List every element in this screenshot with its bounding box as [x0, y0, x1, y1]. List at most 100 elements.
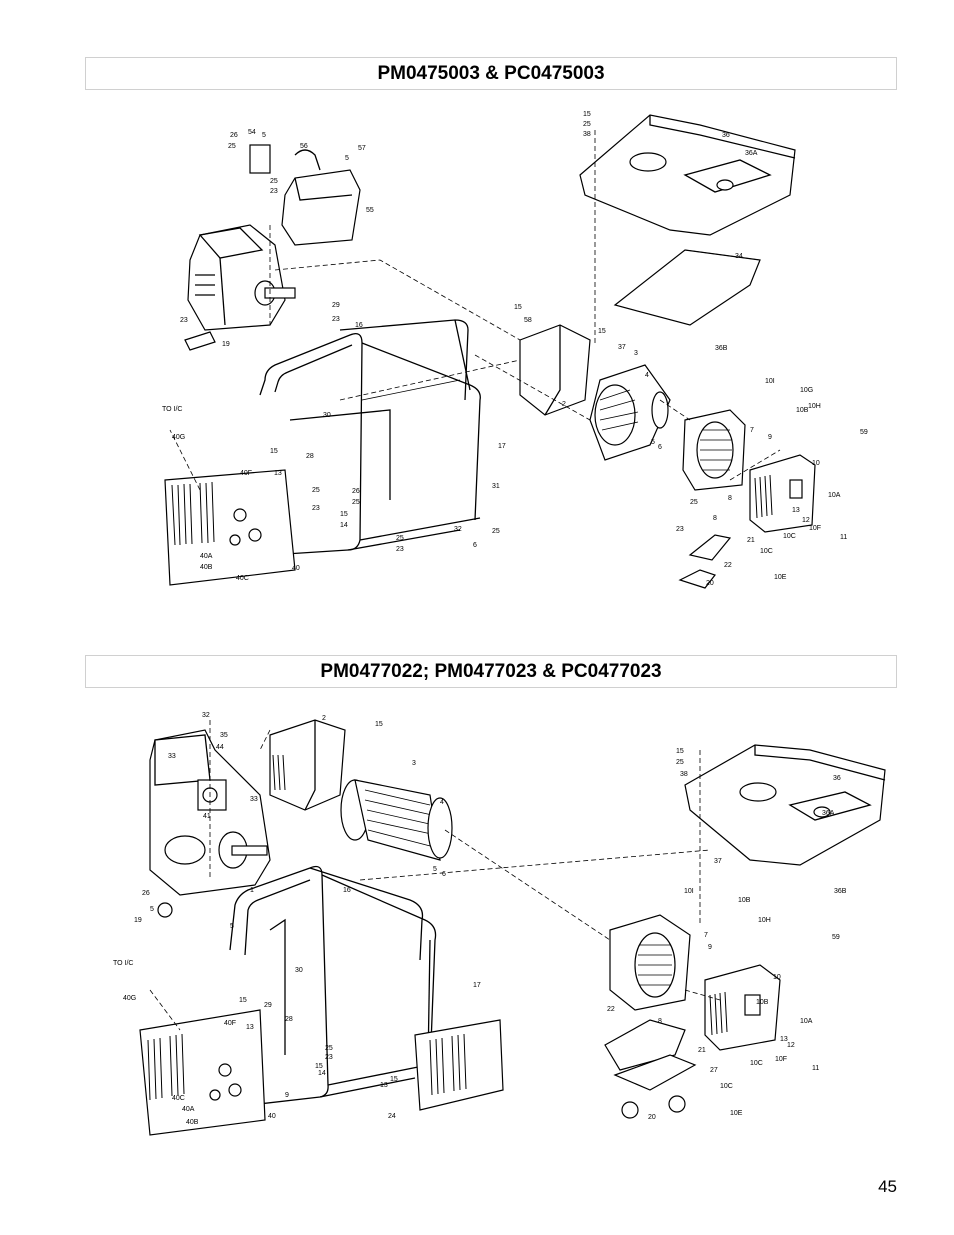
part-label: 25 [325, 1045, 333, 1052]
tank-bracket-illustration [613, 249, 761, 326]
part-label: 40F [240, 470, 252, 477]
control-panel-illustration [139, 1009, 266, 1136]
part-label: 57 [358, 145, 366, 152]
part-labels: 32 35 44 33 33 41 2 15 3 4 5 6 26 5 19 1… [113, 712, 847, 1126]
part-label: 20 [706, 580, 714, 587]
part-label: 15 [676, 748, 684, 755]
part-label: 22 [607, 1006, 615, 1013]
part-label: 16 [343, 887, 351, 894]
part-label: 10E [730, 1110, 743, 1117]
part-label: 40G [123, 995, 136, 1002]
part-label: 12 [802, 517, 810, 524]
part-label: 11 [840, 534, 847, 541]
part-label: 38 [583, 131, 591, 138]
part-label: 2 [562, 401, 566, 408]
part-label: 10C [720, 1083, 733, 1090]
part-label: 59 [860, 429, 868, 436]
part-label: 34 [735, 253, 743, 260]
part-label: 15 [514, 304, 522, 311]
exploded-parts-diagram-1: 26 25 54 5 56 57 5 25 23 55 23 29 23 19 … [90, 100, 900, 600]
part-label: 30 [323, 412, 331, 419]
part-label: 21 [747, 537, 755, 544]
part-label: 7 [750, 427, 754, 434]
part-label: 5 [150, 906, 154, 913]
part-label: 30 [295, 967, 303, 974]
part-label: 13 [792, 507, 800, 514]
part-label: 7 [704, 932, 708, 939]
part-label: 28 [306, 453, 314, 460]
part-label: 10F [775, 1056, 787, 1063]
part-label: 28 [285, 1016, 293, 1023]
part-label: 44 [216, 744, 224, 751]
part-label: 8 [713, 515, 717, 522]
part-label: 58 [524, 317, 532, 324]
part-label: 10A [800, 1018, 813, 1025]
part-label: 3 [412, 760, 416, 767]
part-label: 59 [832, 934, 840, 941]
end-bell-illustration [609, 914, 691, 1011]
part-label: 15 [375, 721, 383, 728]
part-label: 8 [658, 1018, 662, 1025]
part-label: 13 [780, 1036, 788, 1043]
part-label: 40A [200, 553, 213, 560]
section-title-2: PM0477022; PM0477023 & PC0477023 [85, 655, 897, 688]
muffler-illustration [249, 144, 361, 246]
part-label: 25 [492, 528, 500, 535]
part-labels: 26 25 54 5 56 57 5 25 23 55 23 29 23 19 … [162, 111, 868, 587]
part-label: 23 [270, 188, 278, 195]
part-label: 10B [738, 897, 751, 904]
rotor-illustration [340, 779, 453, 861]
part-label: 56 [300, 143, 308, 150]
part-label: 13 [246, 1024, 254, 1031]
part-label: 33 [250, 796, 258, 803]
part-label: 40G [172, 434, 185, 441]
part-label: 10 [812, 460, 820, 467]
part-label: 36A [745, 150, 758, 157]
part-label: 29 [264, 1002, 272, 1009]
part-label: 13 [380, 1082, 388, 1089]
part-label: 22 [724, 562, 732, 569]
part-label: 36B [715, 345, 728, 352]
part-label: 11 [812, 1065, 819, 1072]
part-label: 40 [268, 1113, 276, 1120]
side-panel-illustration [414, 1019, 504, 1111]
part-label: 5 [230, 923, 234, 930]
part-label: 15 [598, 328, 606, 335]
part-label: 36 [833, 775, 841, 782]
part-label: 15 [315, 1063, 323, 1070]
part-label: 31 [492, 483, 500, 490]
part-label: 10E [774, 574, 787, 581]
leader-lines [169, 130, 781, 491]
part-label: 4 [645, 372, 649, 379]
part-label: 40C [236, 575, 249, 582]
part-label: 19 [222, 341, 230, 348]
part-label: 10I [684, 888, 694, 895]
part-label: 35 [220, 732, 228, 739]
part-label: 6 [658, 444, 662, 451]
part-label: 14 [340, 522, 348, 529]
part-label: 2 [322, 715, 326, 722]
part-label: 3 [634, 350, 638, 357]
part-label: 10 [773, 974, 781, 981]
vibration-mount-illustrations [157, 902, 697, 1119]
part-label: 26 [352, 488, 360, 495]
part-label: 23 [676, 526, 684, 533]
part-label: 25 [690, 499, 698, 506]
part-label: 36A [822, 810, 835, 817]
part-label: 33 [168, 753, 176, 760]
part-label: 10F [809, 525, 821, 532]
part-label: 25 [352, 499, 360, 506]
part-label: 40F [224, 1020, 236, 1027]
part-label: 10A [828, 492, 841, 499]
part-label: 15 [270, 448, 278, 455]
part-label: 10I [765, 378, 775, 385]
part-label: 40B [186, 1119, 199, 1126]
part-label: 32 [454, 526, 462, 533]
part-label: 5 [433, 866, 437, 873]
exploded-parts-diagram-2: 32 35 44 33 33 41 2 15 3 4 5 6 26 5 19 1… [110, 700, 900, 1160]
part-label: 5 [651, 439, 655, 446]
part-label: 20 [648, 1114, 656, 1121]
part-label: 17 [473, 982, 481, 989]
part-label: 15 [390, 1076, 398, 1083]
part-label: 36B [834, 888, 847, 895]
